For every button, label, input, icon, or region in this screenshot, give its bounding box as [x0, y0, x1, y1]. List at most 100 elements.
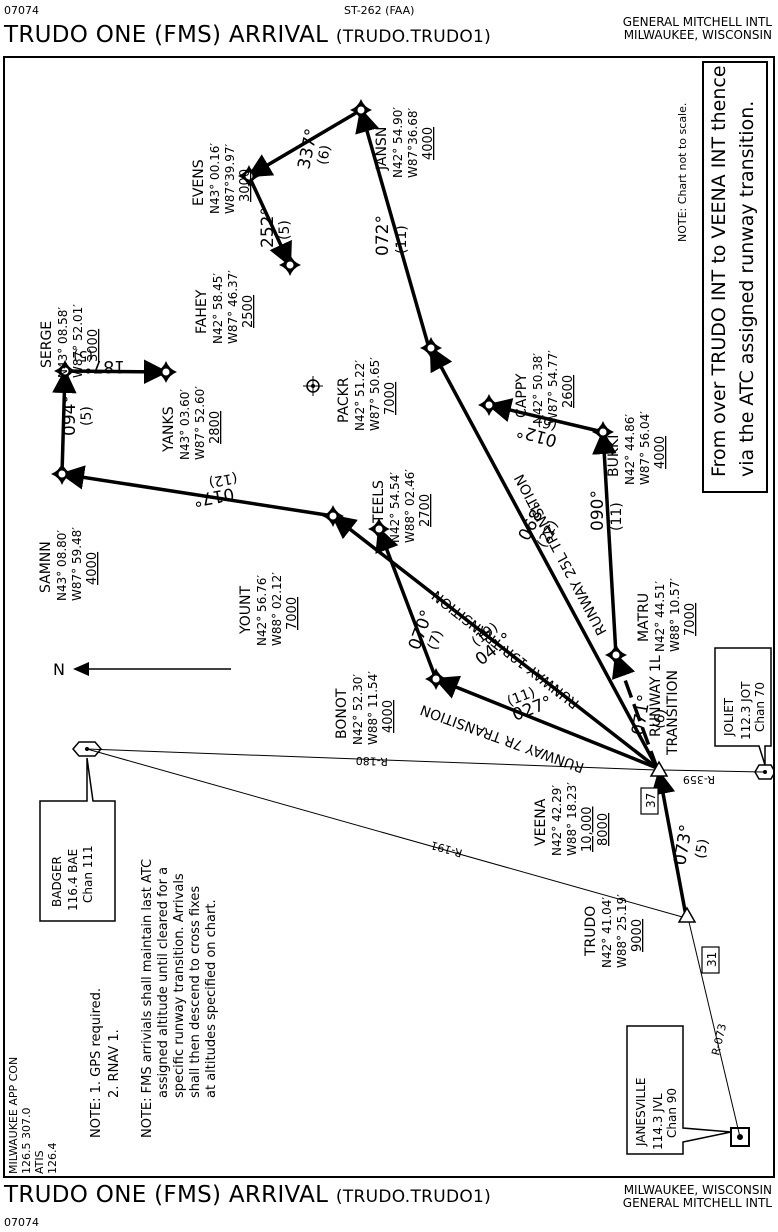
jansn-fix-center	[357, 106, 365, 114]
page-title: TRUDO ONE (FMS) ARRIVAL (TRUDO.TRUDO1)	[4, 22, 491, 48]
cappy-label: CAPPY N42° 50.38′ W87° 54.77′ 2600	[514, 350, 576, 424]
janesville-chan: Chan 90	[665, 1088, 679, 1138]
svg-text:094°: 094°	[60, 395, 80, 436]
svg-text:4000: 4000	[653, 436, 668, 469]
svg-text:N42° 58.45′: N42° 58.45′	[211, 273, 225, 344]
svg-text:N43° 08.80′: N43° 08.80′	[55, 530, 69, 601]
svg-text:assigned altitude until cleare: assigned altitude until cleared for a	[156, 867, 171, 1098]
svg-text:W88° 18.23′: W88° 18.23′	[565, 782, 579, 856]
svg-text:NOTE: FMS arrivials shall main: NOTE: FMS arrivials shall maintain last …	[140, 859, 155, 1138]
evens-label: EVENS N43° 00.16′ W87°39.97′ 3000	[191, 143, 253, 214]
procedure-text: From over TRUDO INT to VEENA INT thence …	[708, 65, 758, 477]
svg-text:W88° 11.54′: W88° 11.54′	[366, 671, 380, 745]
trudo-label: TRUDO N42° 41.04′ W88° 25.19′ 9000	[583, 894, 645, 968]
rwy1l-transition-2: TRANSITION	[665, 670, 681, 756]
footer: TRUDO ONE (FMS) ARRIVAL (TRUDO.TRUDO1) M…	[0, 1178, 778, 1232]
svg-text:specific runway transition. Ar: specific runway transition. Arrivals	[172, 873, 187, 1098]
serge-label: SERGE N43° 08.58′ W87° 52.01′ 3000	[39, 304, 101, 378]
svg-text:N43° 00.16′: N43° 00.16′	[208, 143, 222, 214]
svg-text:FAHEY: FAHEY	[194, 289, 210, 334]
footer-title-text: TRUDO ONE (FMS) ARRIVAL	[4, 1182, 329, 1208]
footer-city: MILWAUKEE, WISCONSIN	[623, 1183, 772, 1197]
not-to-scale-note: NOTE: Chart not to scale.	[676, 103, 689, 242]
notes: NOTE: 1. GPS required. 2. RNAV 1. NOTE: …	[7, 859, 219, 1174]
leg-packr-jansn: 072°(11)	[373, 215, 410, 256]
svg-text:N42° 54.54′: N42° 54.54′	[388, 472, 402, 543]
footer-airport-block: MILWAUKEE, WISCONSIN GENERAL MITCHELL IN…	[623, 1184, 772, 1210]
note-gps: NOTE: 1. GPS required. 2. RNAV 1.	[89, 988, 122, 1138]
leg-trudo-veena: 073°(5)	[670, 823, 712, 867]
rwy1l-transition-1: RUNWAY 1L	[648, 655, 664, 737]
svg-text:N42° 42.29′: N42° 42.29′	[550, 785, 564, 856]
svg-text:(5): (5)	[277, 220, 293, 240]
svg-text:8000: 8000	[596, 813, 611, 846]
yount-label: YOUNT N42° 56.76′ W88° 02.12′ 7000	[238, 572, 300, 646]
packr-label: PACKR N42° 51.22′ W87° 50.65′ 7000	[336, 357, 398, 431]
joliet-freq: 112.3 JOT	[739, 681, 753, 740]
airport-symbol	[303, 376, 323, 396]
svg-text:(12): (12)	[207, 469, 238, 490]
svg-text:W87° 54.77′: W87° 54.77′	[546, 350, 560, 424]
svg-text:9000: 9000	[630, 919, 645, 952]
svg-text:N42° 56.76′: N42° 56.76′	[255, 575, 269, 646]
route-evens-fahey	[247, 175, 292, 268]
svg-text:(6): (6)	[315, 144, 335, 167]
doc-number: 07074	[4, 4, 39, 17]
badger-name: BADGER	[50, 856, 64, 907]
bonot-fix-center	[432, 675, 440, 683]
r191-label: R-191	[429, 838, 464, 859]
mea-31: 31	[701, 946, 720, 974]
yount-fix-center	[329, 512, 337, 520]
footer-title-code: (TRUDO.TRUDO1)	[335, 1187, 492, 1207]
leg-evens-fahey: 252°(5)	[258, 207, 293, 248]
svg-text:N42° 50.38′: N42° 50.38′	[531, 353, 545, 424]
route-veena-yount	[331, 514, 659, 770]
svg-text:EVENS: EVENS	[191, 159, 207, 206]
svg-text:N42° 44.86′: N42° 44.86′	[623, 414, 637, 485]
svg-text:072°: 072°	[373, 215, 393, 256]
cappy-fix-center	[485, 401, 493, 409]
routes	[52, 107, 688, 917]
svg-text:252°: 252°	[258, 207, 278, 248]
svg-text:W87° 59.48′: W87° 59.48′	[70, 527, 84, 601]
arrival-chart: From over TRUDO INT to VEENA INT thence …	[3, 56, 775, 1178]
route-veena-packr	[429, 345, 659, 769]
svg-text:N43° 03.60′: N43° 03.60′	[178, 389, 192, 460]
r180-label: R-180	[355, 754, 388, 768]
svg-text:N42° 54.90′: N42° 54.90′	[391, 107, 405, 178]
svg-text:073°: 073°	[670, 823, 697, 867]
samnn-label: SAMNN N43° 08.80′ W87° 59.48′ 4000	[38, 527, 100, 601]
badger-box: BADGER 116.4 BAE Chan 111	[39, 757, 116, 922]
badger-freq: 116.4 BAE	[66, 849, 80, 911]
svg-text:4000: 4000	[85, 552, 100, 585]
route-veena-bonot	[433, 675, 658, 770]
svg-text:shall then descend to cross fi: shall then descend to cross fixes	[188, 886, 203, 1098]
footer-airport: GENERAL MITCHELL INTL	[622, 1196, 772, 1210]
svg-text:(11): (11)	[609, 502, 625, 531]
leg-matru-bukki: 090°(11)	[588, 490, 625, 531]
svg-text:2600: 2600	[561, 375, 576, 408]
bukki-fix-center	[599, 428, 607, 436]
veena-symbol	[649, 760, 669, 777]
janesville-name: JANESVILLE	[634, 1078, 648, 1147]
svg-text:4000: 4000	[421, 127, 436, 160]
route-trudo-veena	[651, 769, 688, 917]
procedure-line-2: via the ATC assigned runway transition.	[736, 101, 758, 477]
badger-chan: Chan 111	[81, 845, 95, 903]
airport-name: GENERAL MITCHELL INTL	[622, 15, 772, 29]
svg-text:W88° 02.12′: W88° 02.12′	[270, 572, 284, 646]
svg-text:at altitudes specified on char: at altitudes specified on chart.	[204, 899, 219, 1098]
svg-text:MATRU: MATRU	[636, 593, 652, 642]
svg-text:YOUNT: YOUNT	[238, 585, 254, 635]
header: 07074 ST-262 (FAA) TRUDO ONE (FMS) ARRIV…	[0, 0, 778, 56]
yanks-label: YANKS N43° 03.60′ W87° 52.60′ 2800	[161, 386, 223, 460]
trudo-symbol	[677, 906, 697, 923]
svg-text:W87° 56.04′: W87° 56.04′	[638, 411, 652, 485]
svg-text:126.4: 126.4	[46, 1143, 59, 1175]
jansn-label: JANSN N42° 54.90′ W87°36.68′ 4000	[374, 107, 436, 178]
svg-text:VEENA: VEENA	[533, 798, 549, 846]
svg-text:31: 31	[705, 952, 719, 967]
svg-text:(5): (5)	[693, 838, 712, 860]
route-jansn-evens	[246, 108, 362, 178]
svg-text:PACKR: PACKR	[336, 377, 352, 423]
